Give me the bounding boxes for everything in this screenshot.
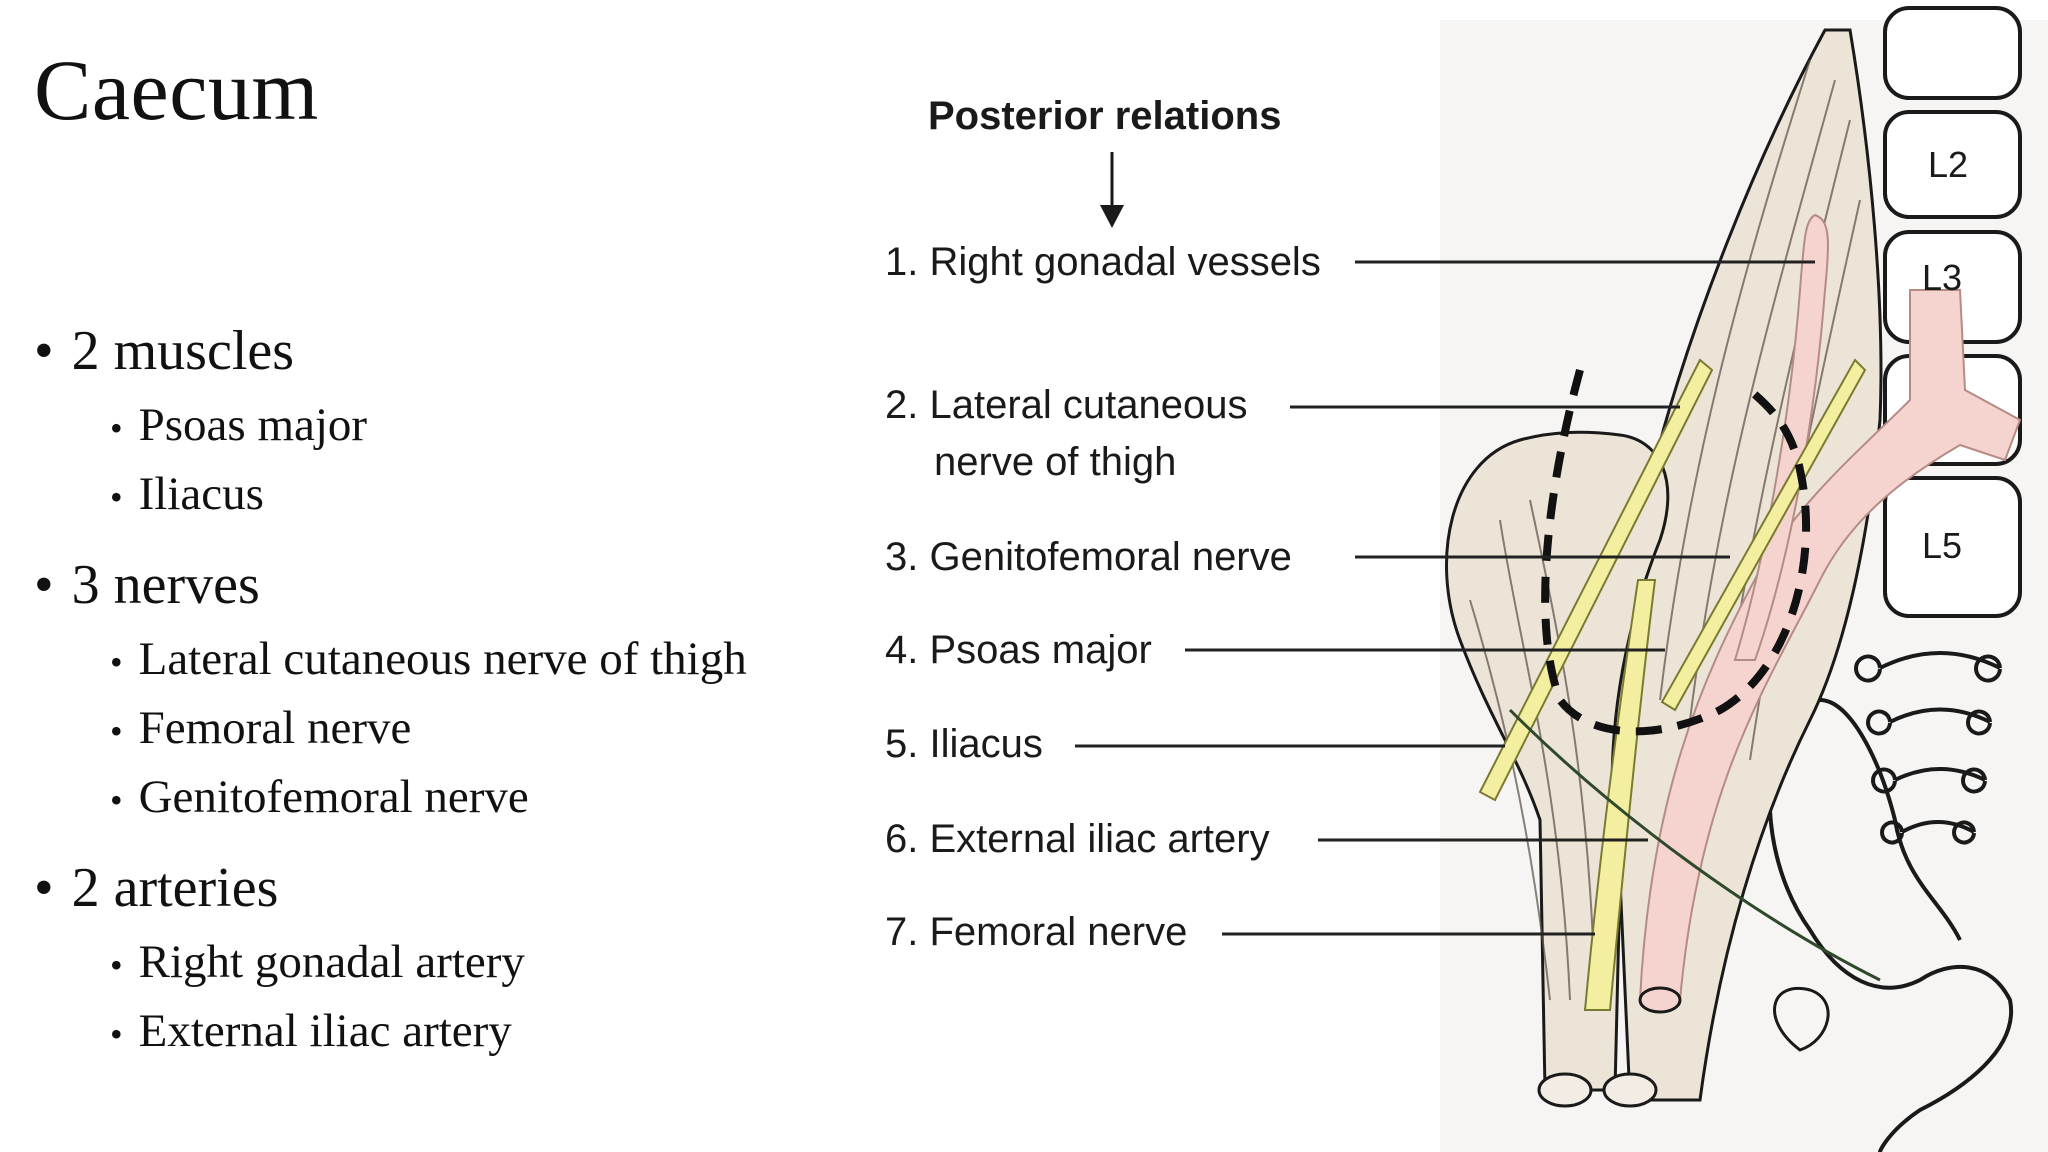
diagram-heading: Posterior relations: [928, 94, 1281, 138]
bullet-dot-icon: •: [110, 477, 123, 517]
sub-bullet-label: Psoas major: [138, 399, 368, 451]
sub-bullet-label: Femoral nerve: [138, 702, 412, 754]
label-nerve-of-thigh: nerve of thigh: [934, 440, 1176, 484]
bullet-group-arteries: • 2 arteries • Right gonadal artery • Ex…: [34, 847, 747, 1067]
sub-bullet-item: • External iliac artery: [110, 998, 747, 1067]
bullet-dot-icon: •: [110, 1014, 123, 1054]
vertebra-label-l2: L2: [1928, 144, 1968, 185]
sub-bullet-item: • Right gonadal artery: [110, 929, 747, 998]
muscle-fiber: [1689, 79, 1836, 721]
sub-bullet-label: Right gonadal artery: [138, 936, 525, 988]
label-external-iliac-artery: 6. External iliac artery: [885, 817, 1270, 861]
vertebra-label-l3: L3: [1922, 257, 1962, 298]
bullet-dot-icon: •: [110, 945, 123, 985]
sub-bullet-item: • Femoral nerve: [110, 695, 747, 764]
lateral-cutaneous-nerve-of-thigh: [1478, 358, 1714, 802]
label-psoas-major: 4. Psoas major: [885, 628, 1152, 672]
muscle-fiber: [1659, 59, 1811, 701]
sub-bullet-item: • Iliacus: [110, 461, 747, 530]
bullet-label: 3 nerves: [71, 554, 260, 616]
sacral-foramen: [1854, 651, 2002, 683]
bullet-dot-icon: •: [34, 857, 54, 919]
tendon-end: [1602, 1072, 1658, 1108]
label-iliacus: 5. Iliacus: [885, 722, 1043, 766]
bullet-list: • 2 muscles • Psoas major • Iliacus • 3 …: [34, 310, 747, 1081]
sub-bullet-item: • Genitofemoral nerve: [110, 764, 747, 833]
vertebra-l5: [1883, 476, 2022, 618]
down-arrow-head-icon: [1100, 205, 1124, 228]
bullet-group-nerves: • 3 nerves • Lateral cutaneous nerve of …: [34, 544, 747, 833]
bullet-dot-icon: •: [110, 642, 123, 682]
sacral-foramen: [1866, 707, 1992, 736]
tendon-end: [1537, 1072, 1593, 1108]
muscle-fiber: [1469, 599, 1551, 1001]
vertebra-top: [1883, 6, 2022, 100]
bullet-dot-icon: •: [110, 711, 123, 751]
bullet-label: 2 arteries: [71, 857, 279, 919]
vertebra-l2: [1883, 110, 2022, 219]
bullet-dot-icon: •: [110, 408, 123, 448]
sub-bullet-label: Lateral cutaneous nerve of thigh: [138, 633, 747, 685]
label-lateral-cutaneous: 2. Lateral cutaneous: [885, 383, 1247, 427]
vertebra-label-l5: L5: [1922, 525, 1962, 566]
bullet-item: • 3 nerves: [34, 544, 747, 626]
bullet-group-muscles: • 2 muscles • Psoas major • Iliacus: [34, 310, 747, 530]
bullet-item: • 2 muscles: [34, 310, 747, 392]
slide-title: Caecum: [34, 42, 319, 138]
sub-bullet-item: • Lateral cutaneous nerve of thigh: [110, 626, 747, 695]
label-right-gonadal-vessels: 1. Right gonadal vessels: [885, 240, 1321, 284]
muscle-fiber: [1499, 519, 1571, 1001]
label-genitofemoral-nerve: 3. Genitofemoral nerve: [885, 535, 1292, 579]
external-iliac-artery-end: [1638, 986, 1682, 1014]
genitofemoral-nerve: [1660, 358, 1867, 712]
sub-bullet-label: Genitofemoral nerve: [138, 771, 529, 823]
sub-bullet-label: External iliac artery: [138, 1005, 512, 1057]
bullet-dot-icon: •: [110, 780, 123, 820]
ischial-curl: [1773, 987, 1830, 1052]
sub-bullet-label: Iliacus: [138, 468, 264, 520]
sub-bullet-item: • Psoas major: [110, 392, 747, 461]
caecum-outline-dashed: [1541, 368, 1810, 736]
sacral-foramen: [1871, 767, 1987, 794]
right-gonadal-vessel: [1733, 213, 1829, 661]
bullet-dot-icon: •: [34, 554, 54, 616]
bullet-dot-icon: •: [34, 320, 54, 382]
obturator-line: [1508, 708, 1881, 982]
sacral-foramina: [1854, 651, 2002, 845]
label-femoral-nerve: 7. Femoral nerve: [885, 910, 1187, 954]
femoral-nerve: [1583, 579, 1657, 1011]
pelvic-bone-outline: [1767, 698, 2014, 1152]
bullet-item: • 2 arteries: [34, 847, 747, 929]
bullet-label: 2 muscles: [71, 320, 295, 382]
